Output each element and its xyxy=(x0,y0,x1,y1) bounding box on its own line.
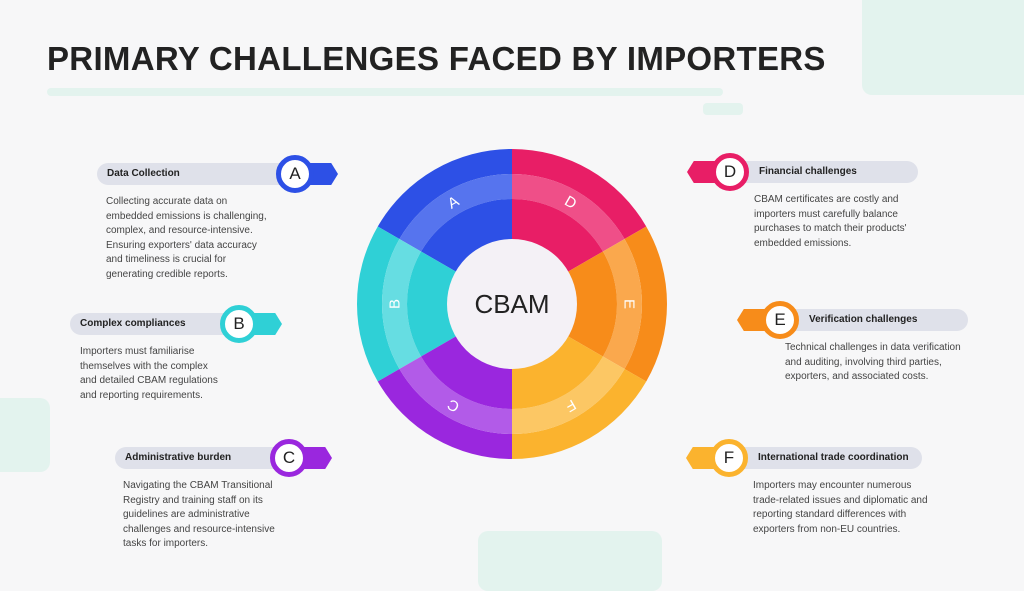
wheel-center xyxy=(447,239,577,369)
challenge-title-a: Data Collection xyxy=(97,163,332,185)
wheel-segment-c-middle xyxy=(399,356,512,434)
wheel-segment-f-outer xyxy=(512,369,647,459)
letter-badge-c: C xyxy=(270,439,308,477)
challenge-description-f: Importers may encounter numerous trade-r… xyxy=(753,480,928,535)
letter-badge-a: A xyxy=(276,155,314,193)
title-underline xyxy=(47,88,723,96)
wheel-segment-a-outer xyxy=(377,149,512,239)
wheel-segment-e-outer xyxy=(624,226,667,382)
letter-badge-f: F xyxy=(710,439,748,477)
challenge-description-d: CBAM certificates are costly and importe… xyxy=(754,194,907,249)
decor-small xyxy=(703,103,743,115)
wheel-segment-a-middle xyxy=(399,174,512,252)
wheel-segment-b-outer xyxy=(357,226,400,382)
letter-badge-b: B xyxy=(220,305,258,343)
wheel-label-b: B xyxy=(387,299,404,309)
wheel-label-e: E xyxy=(621,299,638,309)
challenge-description-a: Collecting accurate data on embedded emi… xyxy=(106,196,267,280)
letter-badge-e: E xyxy=(761,301,799,339)
challenge-description-c: Navigating the CBAM Transitional Registr… xyxy=(123,480,275,549)
wheel-segment-c-outer xyxy=(377,369,512,459)
decor-top-right xyxy=(862,0,1024,95)
wheel-segment-d-middle xyxy=(512,174,625,252)
wheel-segment-f-middle xyxy=(512,356,625,434)
center-label: CBAM xyxy=(474,289,549,319)
challenge-cards: Data Collection A Collecting accurate da… xyxy=(70,153,968,549)
wheel-segment-d-outer xyxy=(512,149,647,239)
challenge-description-e: Technical challenges in data verificatio… xyxy=(785,342,961,382)
wheel-segment-b-middle xyxy=(382,239,422,369)
challenge-description-b: Importers must familiarise themselves wi… xyxy=(80,346,218,401)
challenge-title-c: Administrative burden xyxy=(115,447,310,469)
challenge-title-b: Complex compliances xyxy=(70,313,260,335)
letter-badge-d: D xyxy=(711,153,749,191)
challenge-title-e: Verification challenges xyxy=(742,309,968,331)
page-title: PRIMARY CHALLENGES FACED BY IMPORTERS xyxy=(47,40,826,77)
decor-left xyxy=(0,398,50,472)
wheel-segment-e-middle xyxy=(602,239,642,369)
